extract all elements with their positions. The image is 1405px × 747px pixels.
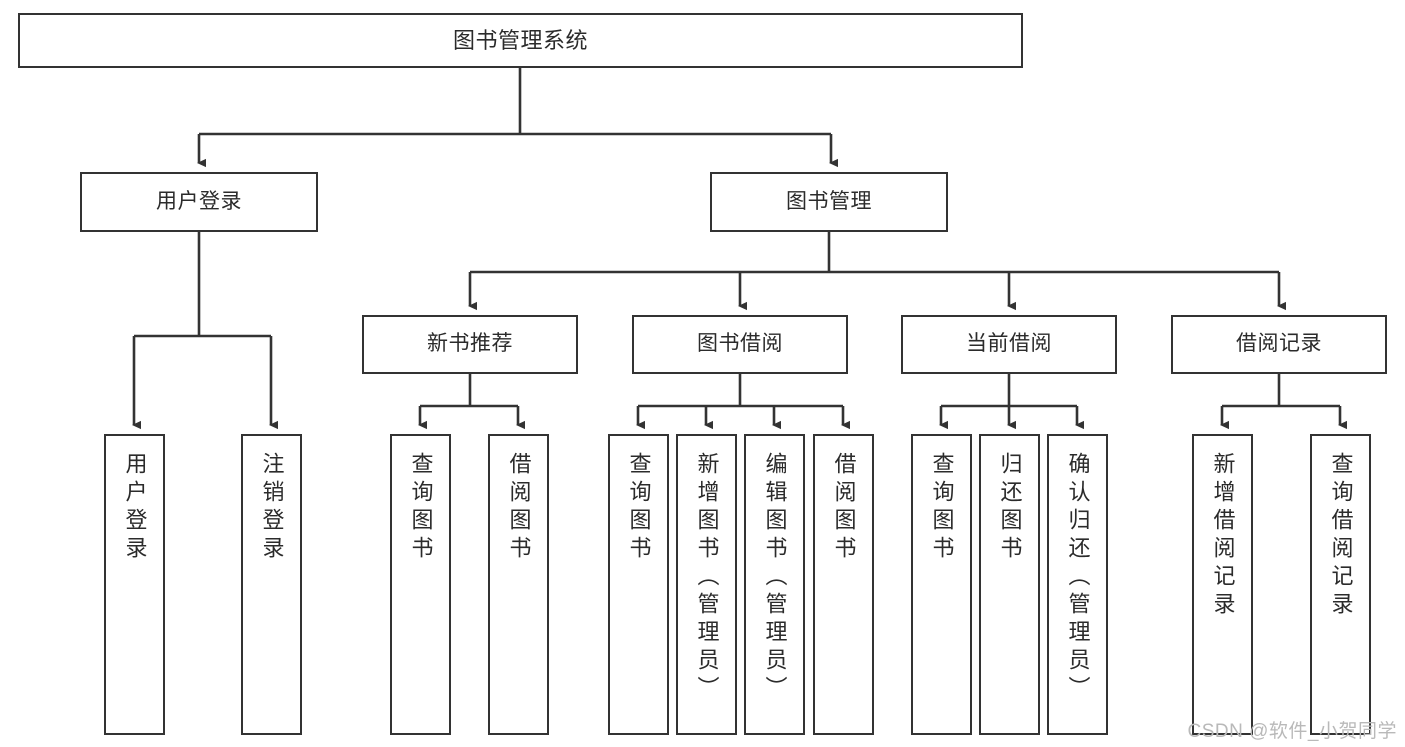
- node-label: 新增图书（管理员）: [694, 452, 720, 704]
- node-label: 新书推荐: [427, 332, 513, 356]
- leaf-current-borrow-confirm-return[interactable]: 确认归还（管理员）: [1047, 434, 1108, 735]
- node-label: 查询借阅记录: [1328, 452, 1354, 620]
- node-label: 新增借阅记录: [1210, 452, 1236, 620]
- node-label: 当前借阅: [966, 332, 1052, 356]
- edges-book-borrow-to-leaves: [636, 374, 850, 430]
- csdn-watermark: CSDN @软件_小贺同学: [1187, 721, 1397, 742]
- node-label: 编辑图书（管理员）: [762, 452, 788, 704]
- node-label: 查询图书: [929, 452, 955, 564]
- node-book-management[interactable]: 图书管理: [710, 172, 948, 232]
- node-borrow-record[interactable]: 借阅记录: [1171, 315, 1387, 374]
- leaf-current-borrow-query[interactable]: 查询图书: [911, 434, 972, 735]
- leaf-new-book-query[interactable]: 查询图书: [390, 434, 451, 735]
- leaf-borrow-record-add[interactable]: 新增借阅记录: [1192, 434, 1253, 735]
- node-label: 用户登录: [156, 189, 242, 213]
- node-root-system[interactable]: 图书管理系统: [18, 13, 1023, 68]
- leaf-new-book-borrow[interactable]: 借阅图书: [488, 434, 549, 735]
- node-label: 注销登录: [259, 452, 285, 564]
- node-label: 借阅图书: [831, 452, 857, 564]
- leaf-book-borrow-add[interactable]: 新增图书（管理员）: [676, 434, 737, 735]
- edges-book-manage-to-level3: [468, 232, 1286, 311]
- node-label: 查询图书: [408, 452, 434, 564]
- node-label: 图书管理: [786, 189, 872, 213]
- leaf-book-borrow-query[interactable]: 查询图书: [608, 434, 669, 735]
- leaf-user-login-logout[interactable]: 注销登录: [241, 434, 302, 735]
- node-label: 借阅记录: [1236, 332, 1322, 356]
- node-label: 查询图书: [626, 452, 652, 564]
- edges-current-borrow-to-leaves: [939, 374, 1084, 430]
- edges-user-login-to-leaves: [132, 232, 278, 430]
- node-user-login[interactable]: 用户登录: [80, 172, 318, 232]
- node-current-borrow[interactable]: 当前借阅: [901, 315, 1117, 374]
- node-label: 借阅图书: [506, 452, 532, 564]
- leaf-current-borrow-return[interactable]: 归还图书: [979, 434, 1040, 735]
- node-label: 归还图书: [997, 452, 1023, 564]
- node-book-borrow[interactable]: 图书借阅: [632, 315, 848, 374]
- node-label: 图书管理系统: [452, 27, 588, 53]
- edges-new-book-to-leaves: [418, 374, 525, 430]
- leaf-book-borrow-borrow[interactable]: 借阅图书: [813, 434, 874, 735]
- leaf-book-borrow-edit[interactable]: 编辑图书（管理员）: [744, 434, 805, 735]
- edges-borrow-record-to-leaves: [1220, 374, 1347, 430]
- leaf-user-login-login[interactable]: 用户登录: [104, 434, 165, 735]
- node-label: 确认归还（管理员）: [1065, 452, 1091, 704]
- edges-root-to-level2: [197, 68, 838, 168]
- node-label: 图书借阅: [697, 332, 783, 356]
- node-new-book-recommend[interactable]: 新书推荐: [362, 315, 578, 374]
- leaf-borrow-record-query[interactable]: 查询借阅记录: [1310, 434, 1371, 735]
- node-label: 用户登录: [122, 452, 148, 564]
